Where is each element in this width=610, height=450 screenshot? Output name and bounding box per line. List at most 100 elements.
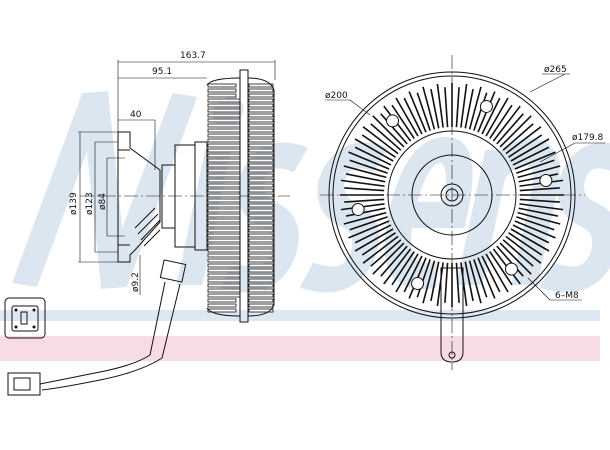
side-fin [207, 278, 241, 283]
side-fin [207, 208, 241, 213]
dim-d139: ø139 [69, 192, 79, 215]
side-fin [207, 228, 241, 233]
fin [444, 87, 449, 128]
side-fin [248, 268, 274, 273]
fin [516, 159, 555, 174]
side-fin [207, 173, 241, 178]
dim-163-7: 163.7 [180, 51, 206, 61]
fin [416, 92, 431, 131]
fin [508, 134, 543, 158]
fin [416, 259, 431, 298]
fin [492, 105, 521, 142]
fin [422, 86, 436, 130]
side-fin [248, 228, 274, 233]
side-fin [248, 133, 274, 138]
side-fin [248, 238, 274, 243]
bolt-hole [539, 174, 553, 188]
side-fin [207, 213, 241, 218]
fin [436, 83, 444, 128]
fin [383, 248, 412, 285]
fin [516, 216, 555, 231]
side-fin [207, 258, 241, 263]
fin [380, 113, 408, 145]
side-fin [207, 243, 241, 248]
fin [464, 88, 474, 129]
fin [468, 86, 482, 130]
fin [349, 216, 388, 231]
side-fin [207, 283, 241, 288]
fin [473, 92, 488, 131]
side-fin [248, 243, 274, 248]
side-fin [207, 143, 241, 148]
dim-d123: ø123 [85, 192, 95, 215]
side-fin [248, 258, 274, 263]
fin [481, 255, 501, 293]
front-fins [340, 83, 564, 307]
front-view: ø200 ø265 ø179.8 6–M8 [320, 55, 605, 370]
fin [496, 113, 524, 145]
side-fin [248, 128, 274, 133]
side-fin [207, 233, 241, 238]
side-fin [207, 308, 237, 313]
fin [508, 232, 543, 256]
side-fin [207, 203, 241, 208]
bolt-hole [351, 202, 365, 216]
fin [422, 260, 436, 304]
side-fin [248, 148, 274, 153]
side-fin [248, 233, 274, 238]
side-fin [248, 213, 274, 218]
fin [348, 151, 390, 170]
bolt-hole [479, 99, 493, 113]
bolt-hole [504, 262, 518, 276]
side-fin [207, 273, 241, 278]
side-fin [248, 168, 274, 173]
fin [464, 261, 474, 302]
fin [455, 262, 460, 303]
side-fin [248, 188, 274, 193]
fin [505, 235, 542, 264]
side-fin [207, 268, 241, 273]
side-fin [207, 103, 241, 108]
dim-95-1: 95.1 [152, 67, 172, 77]
side-fin [248, 208, 274, 213]
fin [517, 165, 561, 179]
side-fin [248, 113, 274, 118]
side-fin [207, 138, 241, 143]
fin [455, 87, 460, 128]
fin [514, 220, 556, 239]
side-fin [248, 298, 274, 303]
side-fin [248, 303, 274, 308]
side-fin [248, 108, 274, 113]
side-fin [207, 158, 241, 163]
fin [499, 115, 532, 148]
fin [391, 251, 415, 286]
side-fin [207, 198, 241, 203]
fin [489, 251, 513, 286]
side-fin [248, 203, 274, 208]
side-fin [248, 83, 274, 88]
dim-d179-8: ø179.8 [572, 133, 604, 143]
side-fin [207, 288, 241, 293]
side-fin [248, 173, 274, 178]
fin [485, 253, 509, 293]
side-fin [207, 193, 241, 198]
side-fin [248, 143, 274, 148]
side-fin [207, 83, 237, 88]
side-fin [248, 163, 274, 168]
side-fin [207, 238, 241, 243]
fin [519, 198, 560, 203]
fin [468, 260, 482, 304]
side-fin [207, 98, 241, 103]
fin [496, 245, 524, 277]
side-fin [207, 263, 241, 268]
side-fin [248, 93, 274, 98]
fin [444, 262, 449, 303]
dim-d265: ø265 [544, 65, 567, 75]
dim-d84: ø84 [98, 193, 108, 210]
fin [372, 115, 405, 148]
fin [519, 187, 560, 192]
fin [499, 242, 532, 275]
side-fin [207, 108, 241, 113]
side-fin [248, 308, 274, 313]
